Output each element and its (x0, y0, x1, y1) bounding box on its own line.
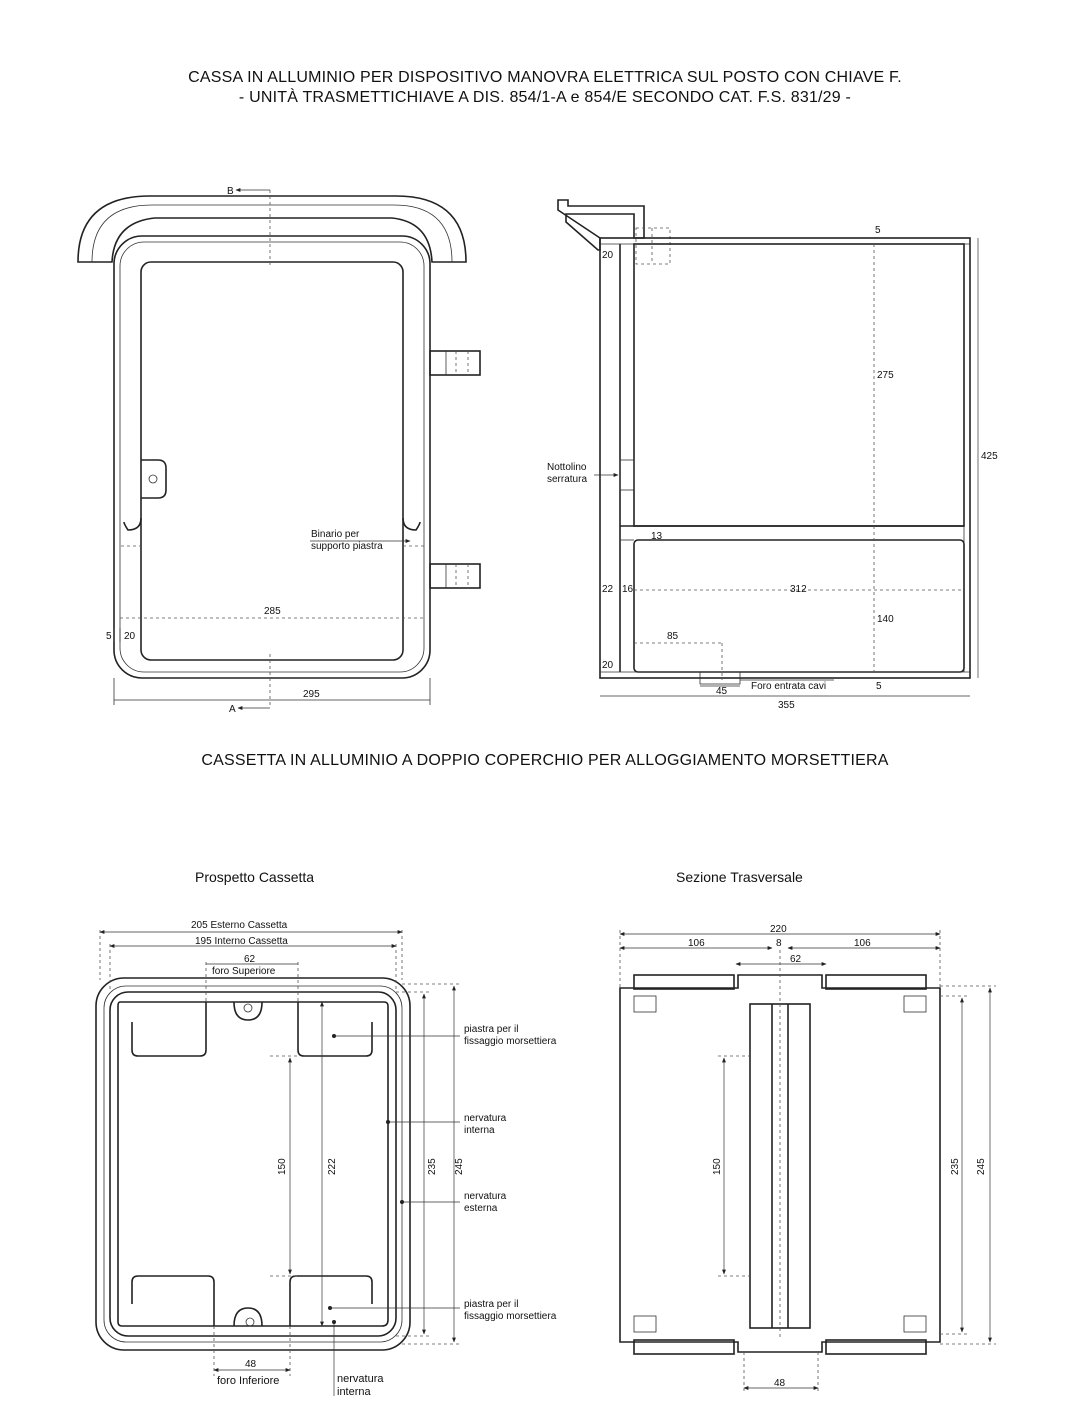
dim-5-bot: 5 (876, 681, 882, 692)
dim-106-right: 106 (854, 938, 871, 949)
dim-16: 16 (622, 584, 634, 595)
dim-5-top: 5 (875, 225, 881, 236)
plate-bot-left (131, 1275, 215, 1326)
plate-top-left (131, 1002, 207, 1057)
dim-13: 13 (651, 531, 663, 542)
nerv-int2-label-a: nervatura (337, 1373, 384, 1385)
dim-150-sez: 150 (712, 1158, 723, 1175)
dim-140: 140 (877, 614, 894, 625)
upper-compartment (633, 243, 965, 527)
latch-boss (141, 459, 167, 499)
plate-top-right (297, 1002, 373, 1057)
dim-85: 85 (667, 631, 679, 642)
dim-295: 295 (303, 689, 320, 700)
dim-222-prosp: 222 (327, 1158, 338, 1175)
side-outer-box (599, 237, 971, 679)
side-view: Nottolino serratura 5 20 275 425 13 22 1… (547, 199, 998, 711)
dim-235-sez: 235 (950, 1158, 961, 1175)
sezione-title: Sezione Trasversale (676, 869, 803, 885)
dim-45: 45 (716, 686, 728, 697)
main-title-line1: CASSA IN ALLUMINIO PER DISPOSITIVO MANOV… (188, 69, 902, 86)
piastra-label-1b: fissaggio morsettiera (464, 1036, 557, 1047)
foro-superiore-label: foro Superiore (212, 966, 276, 977)
front-hood (77, 195, 467, 263)
dim-235-prosp: 235 (427, 1158, 438, 1175)
nerv-int-label-a: nervatura (464, 1113, 507, 1124)
section-b-label: B (227, 186, 234, 197)
dim-20-top: 20 (602, 250, 614, 261)
dim-245-sez: 245 (976, 1158, 987, 1175)
nottolino-label-2: serratura (547, 474, 587, 485)
sezione-view: 220 106 8 106 62 150 235 245 48 (619, 924, 996, 1392)
latch-hole (148, 474, 158, 484)
section-outline (619, 974, 941, 1353)
top-bracket (557, 199, 645, 251)
prospetto-title: Prospetto Cassetta (195, 869, 315, 885)
front-outer-body (113, 235, 431, 679)
dim-312: 312 (790, 584, 807, 595)
dim-5-left: 5 (106, 631, 112, 642)
dim-106-left: 106 (688, 938, 705, 949)
prospetto-view: 205 Esterno Cassetta 195 Interno Cassett… (95, 920, 557, 1398)
hinge-top (429, 350, 481, 376)
cassetta-cavity (117, 1001, 389, 1327)
main-title-line2: - UNITÀ TRASMETTICHIAVE A DIS. 854/1-A e… (238, 89, 852, 106)
main-title: CASSA IN ALLUMINIO PER DISPOSITIVO MANOV… (0, 68, 1090, 108)
dim-62-sez: 62 (790, 954, 802, 965)
nerv-est-label-b: esterna (464, 1203, 498, 1214)
dim-195-interno: 195 Interno Cassetta (195, 936, 288, 947)
piastra-label-1a: piastra per il (464, 1024, 518, 1035)
lower-compartment (633, 539, 965, 673)
dim-48-sez: 48 (774, 1378, 786, 1389)
nottolino-label-1: Nottolino (547, 462, 587, 473)
dim-285: 285 (264, 606, 281, 617)
dim-425: 425 (981, 451, 998, 462)
hinge-bottom (429, 563, 481, 589)
second-title: CASSETTA IN ALLUMINIO A DOPPIO COPERCHIO… (201, 752, 889, 769)
front-view: B A Binario per supporto piastra 285 5 2… (77, 186, 481, 715)
rail-right (402, 517, 421, 531)
front-inner-opening (140, 261, 404, 661)
dim-62-sup: 62 (244, 954, 256, 965)
nerv-int-label-b: interna (464, 1125, 495, 1136)
binario-label-1: Binario per (311, 529, 360, 540)
dim-220: 220 (770, 924, 787, 935)
dim-8: 8 (776, 938, 782, 949)
rail-left (123, 517, 142, 531)
plate-bot-right (289, 1275, 373, 1326)
nerv-int2-label-b: interna (337, 1386, 372, 1398)
dim-20-left: 20 (124, 631, 136, 642)
binario-label-2: supporto piastra (311, 541, 383, 552)
dim-275: 275 (877, 370, 894, 381)
dim-150-prosp: 150 (277, 1158, 288, 1175)
nerv-est-label-a: nervatura (464, 1191, 507, 1202)
dim-48-prosp: 48 (245, 1359, 257, 1370)
cassetta-outer (95, 977, 411, 1351)
bottom-screw-hole (245, 1317, 255, 1327)
piastra-label-2b: fissaggio morsettiera (464, 1311, 557, 1322)
piastra-label-2a: piastra per il (464, 1299, 518, 1310)
foro-cavi-label: Foro entrata cavi (751, 681, 826, 692)
top-screw-hole (243, 1003, 253, 1013)
dim-205-esterno: 205 Esterno Cassetta (191, 920, 288, 931)
dim-22: 22 (602, 584, 614, 595)
dim-20-bot: 20 (602, 660, 614, 671)
section-a-label: A (229, 704, 236, 715)
dim-245-prosp: 245 (454, 1158, 465, 1175)
dim-355: 355 (778, 700, 795, 711)
foro-inferiore-label: foro Inferiore (217, 1375, 279, 1387)
